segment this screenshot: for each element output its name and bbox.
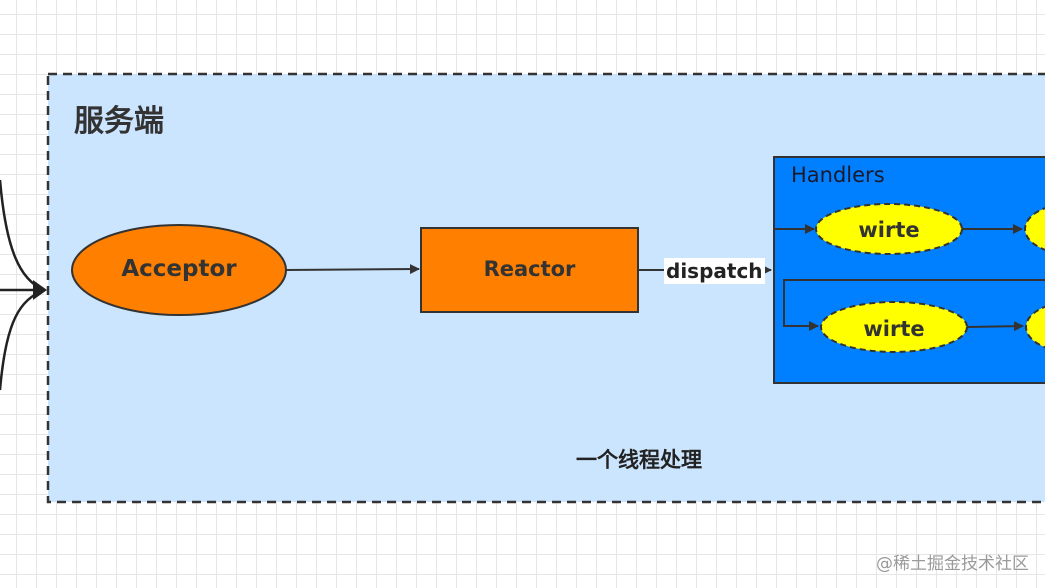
handlers-row-divider <box>783 279 1045 331</box>
acceptor-label: Acceptor <box>121 256 237 282</box>
server-title: 服务端 <box>74 104 164 139</box>
dispatch-label: dispatch <box>664 258 765 284</box>
handlers-title: Handlers <box>791 163 885 187</box>
handler-row-2-next-arrow <box>966 321 1024 332</box>
handler-row-2-write-label: wirte <box>863 317 925 341</box>
handler-row-1-write-label: wirte <box>858 218 920 242</box>
acceptor-to-reactor-arrow <box>285 264 420 275</box>
watermark: @稀土掘金技术社区 <box>876 554 1029 574</box>
handler-row-2-next-node <box>1025 305 1045 349</box>
reactor-label: Reactor <box>483 257 576 281</box>
incoming-connection-bottom <box>0 288 45 391</box>
incoming-arrowhead <box>33 280 47 300</box>
handler-row-1-next-node <box>1024 207 1045 251</box>
incoming-connection-top <box>0 179 45 292</box>
thread-note: 一个线程处理 <box>576 448 702 472</box>
